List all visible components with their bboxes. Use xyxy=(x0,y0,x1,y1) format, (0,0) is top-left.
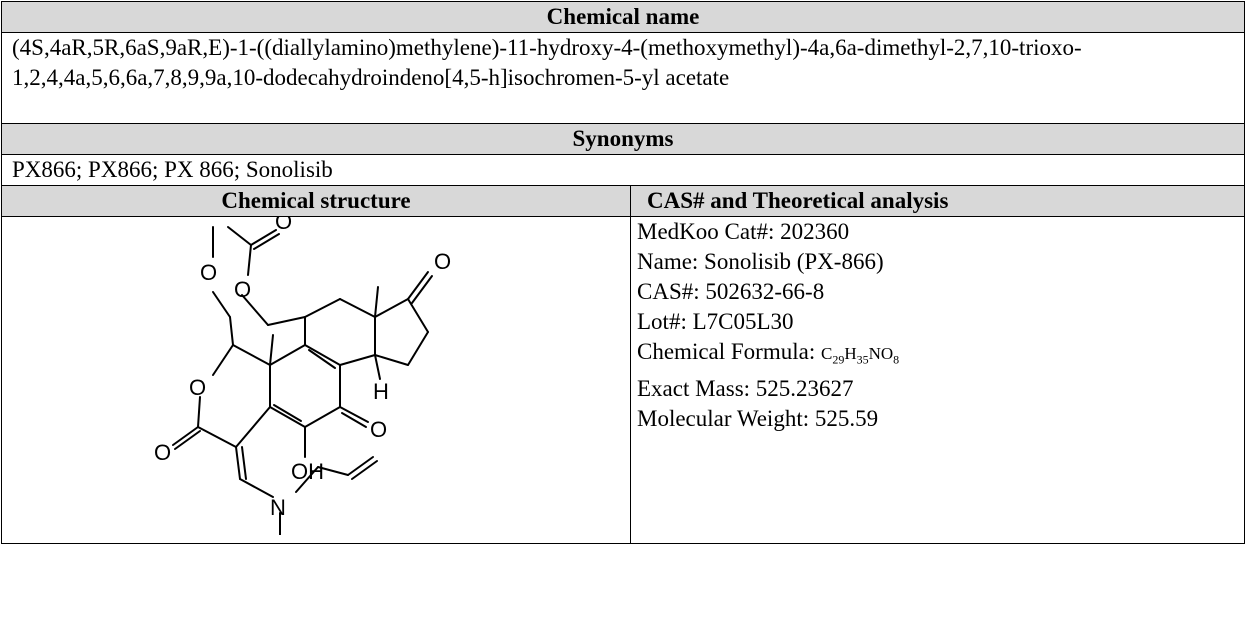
exact-mass: Exact Mass: 525.23627 xyxy=(637,376,854,402)
analysis-cell: MedKoo Cat#: 202360 Name: Sonolisib (PX-… xyxy=(629,216,1246,544)
chemical-name-header: Chemical name xyxy=(0,1,1246,33)
atom-o7: O xyxy=(370,417,387,442)
formula-label: Chemical Formula: xyxy=(637,339,821,364)
chemical-formula: Chemical Formula: C29H35NO8 xyxy=(637,337,1238,374)
atom-o2: O xyxy=(234,277,251,302)
product-data-table: Chemical name (4S,4aR,5R,6aS,9aR,E)-1-((… xyxy=(0,1,1246,544)
atom-o4: O xyxy=(434,249,451,274)
chemical-name-value: (4S,4aR,5R,6aS,9aR,E)-1-((diallylamino)m… xyxy=(0,32,1246,124)
atom-oh: OH xyxy=(291,459,324,484)
structure-header: Chemical structure xyxy=(1,185,631,217)
atom-o1: O xyxy=(200,260,217,285)
cas-number: CAS#: 502632-66-8 xyxy=(637,279,825,304)
catalog-number: MedKoo Cat#: 202360 xyxy=(637,219,850,244)
analysis-header: CAS# and Theoretical analysis xyxy=(629,185,1246,217)
synonyms-value: PX866; PX866; PX 866; Sonolisib xyxy=(0,154,1246,186)
structure-cell: O O O O O O O OH H N xyxy=(1,209,631,544)
formula-value: C29H35NO8 xyxy=(820,344,900,367)
synonyms-header: Synonyms xyxy=(0,123,1246,155)
molecular-weight: Molecular Weight: 525.59 xyxy=(637,406,879,432)
lot-number: Lot#: L7C05L30 xyxy=(637,309,794,334)
atom-n: N xyxy=(270,495,286,520)
atom-o5: O xyxy=(189,375,206,400)
atom-o3: O xyxy=(275,217,292,234)
atom-o6: O xyxy=(154,440,171,465)
chemical-structure-diagram: O O O O O O O OH H N xyxy=(154,209,451,536)
product-name: Name: Sonolisib (PX-866) xyxy=(637,249,884,274)
atom-h: H xyxy=(373,379,389,404)
